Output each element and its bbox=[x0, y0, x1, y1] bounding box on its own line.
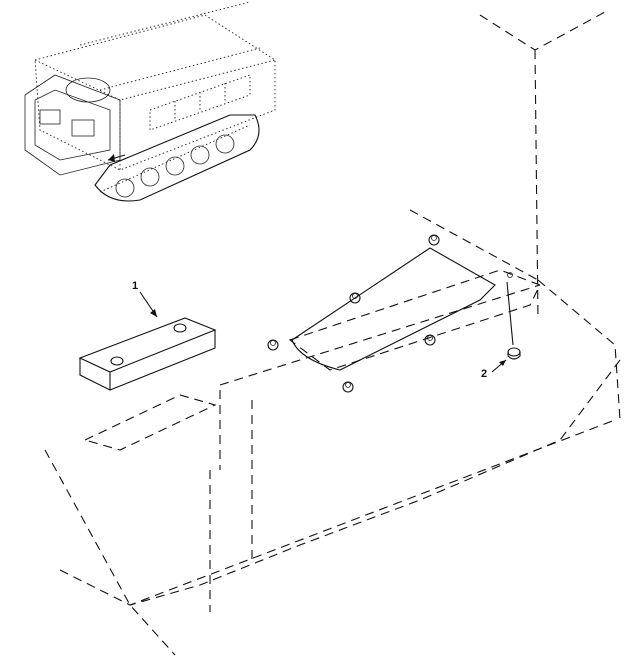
plate-bolt bbox=[342, 381, 354, 393]
vehicle-locator-illustration bbox=[24, 1, 276, 202]
callout-leader-1 bbox=[139, 291, 158, 318]
plate-bolt bbox=[267, 339, 279, 351]
callout-number-1: 1 bbox=[132, 280, 139, 292]
callout-number-2: 2 bbox=[481, 368, 488, 380]
part-1-pad-block bbox=[78, 317, 217, 451]
floor-access-plate bbox=[267, 234, 541, 393]
plate-bolt bbox=[349, 292, 361, 304]
part-2-screw bbox=[506, 281, 521, 360]
callout-leader-2 bbox=[491, 359, 507, 373]
plate-bolt bbox=[428, 234, 440, 246]
plate-bolt bbox=[424, 334, 436, 346]
hull-outline-dashed bbox=[44, 11, 621, 656]
